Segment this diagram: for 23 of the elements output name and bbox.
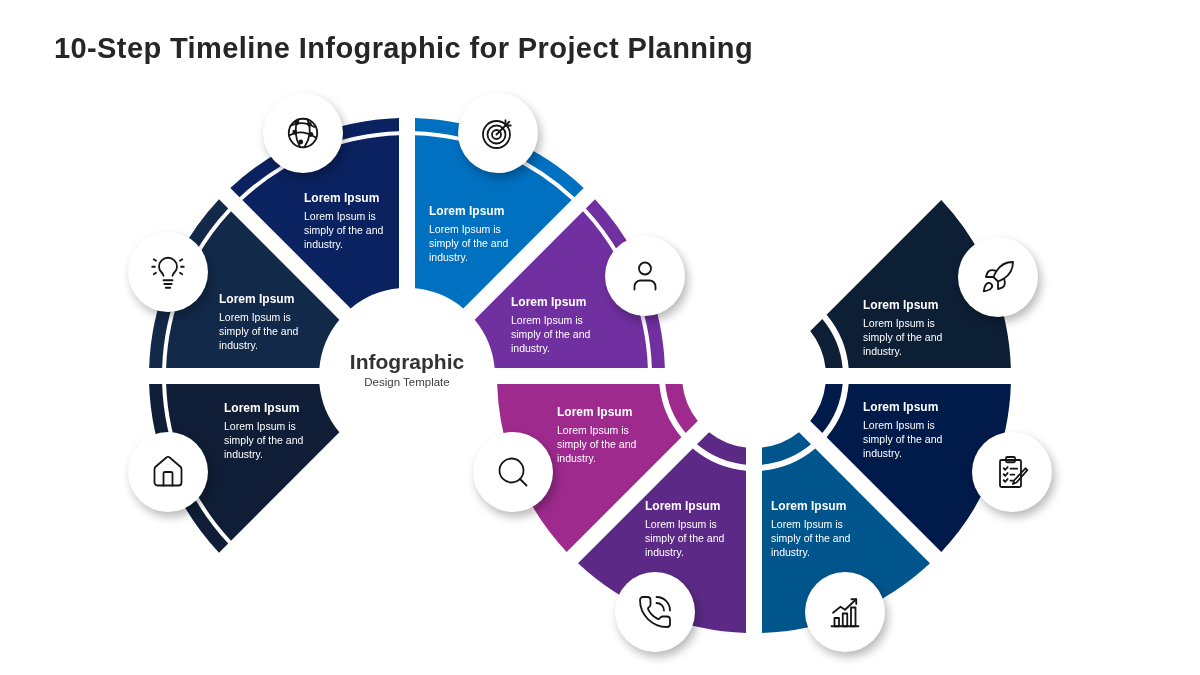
segment-title: Lorem Ipsum xyxy=(219,292,296,307)
segment-text: Lorem Ipsum is simply of the and industry. xyxy=(219,310,300,352)
segment-text: Lorem Ipsum is simply of the and industry. xyxy=(224,419,305,461)
center-title: Infographic xyxy=(349,349,465,375)
segment-title: Lorem Ipsum xyxy=(771,499,848,514)
segment-title: Lorem Ipsum xyxy=(224,401,301,416)
center-subtitle: Design Template xyxy=(364,375,450,390)
segment-text: Lorem Ipsum is simply of the and industry. xyxy=(557,423,638,465)
segment-title: Lorem Ipsum xyxy=(557,405,634,420)
segment-title: Lorem Ipsum xyxy=(511,295,588,310)
segment-title: Lorem Ipsum xyxy=(645,499,722,514)
title: 10-Step Timeline Infographic for Project Planning xyxy=(54,31,754,66)
segment-text: Lorem Ipsum is simply of the and industry. xyxy=(645,517,726,559)
segment-text: Lorem Ipsum is simply of the and industry. xyxy=(304,209,385,251)
segment-title: Lorem Ipsum xyxy=(304,191,381,206)
segment-text: Lorem Ipsum is simply of the and industry. xyxy=(429,222,510,264)
segment-title: Lorem Ipsum xyxy=(863,298,940,313)
segment-text: Lorem Ipsum is simply of the and industry. xyxy=(863,316,944,358)
segment-title: Lorem Ipsum xyxy=(429,204,506,219)
segment-text: Lorem Ipsum is simply of the and industry. xyxy=(863,418,944,460)
segment-text: Lorem Ipsum is simply of the and industry. xyxy=(771,517,852,559)
segment-title: Lorem Ipsum xyxy=(863,400,940,415)
segment-text: Lorem Ipsum is simply of the and industry. xyxy=(511,313,592,355)
